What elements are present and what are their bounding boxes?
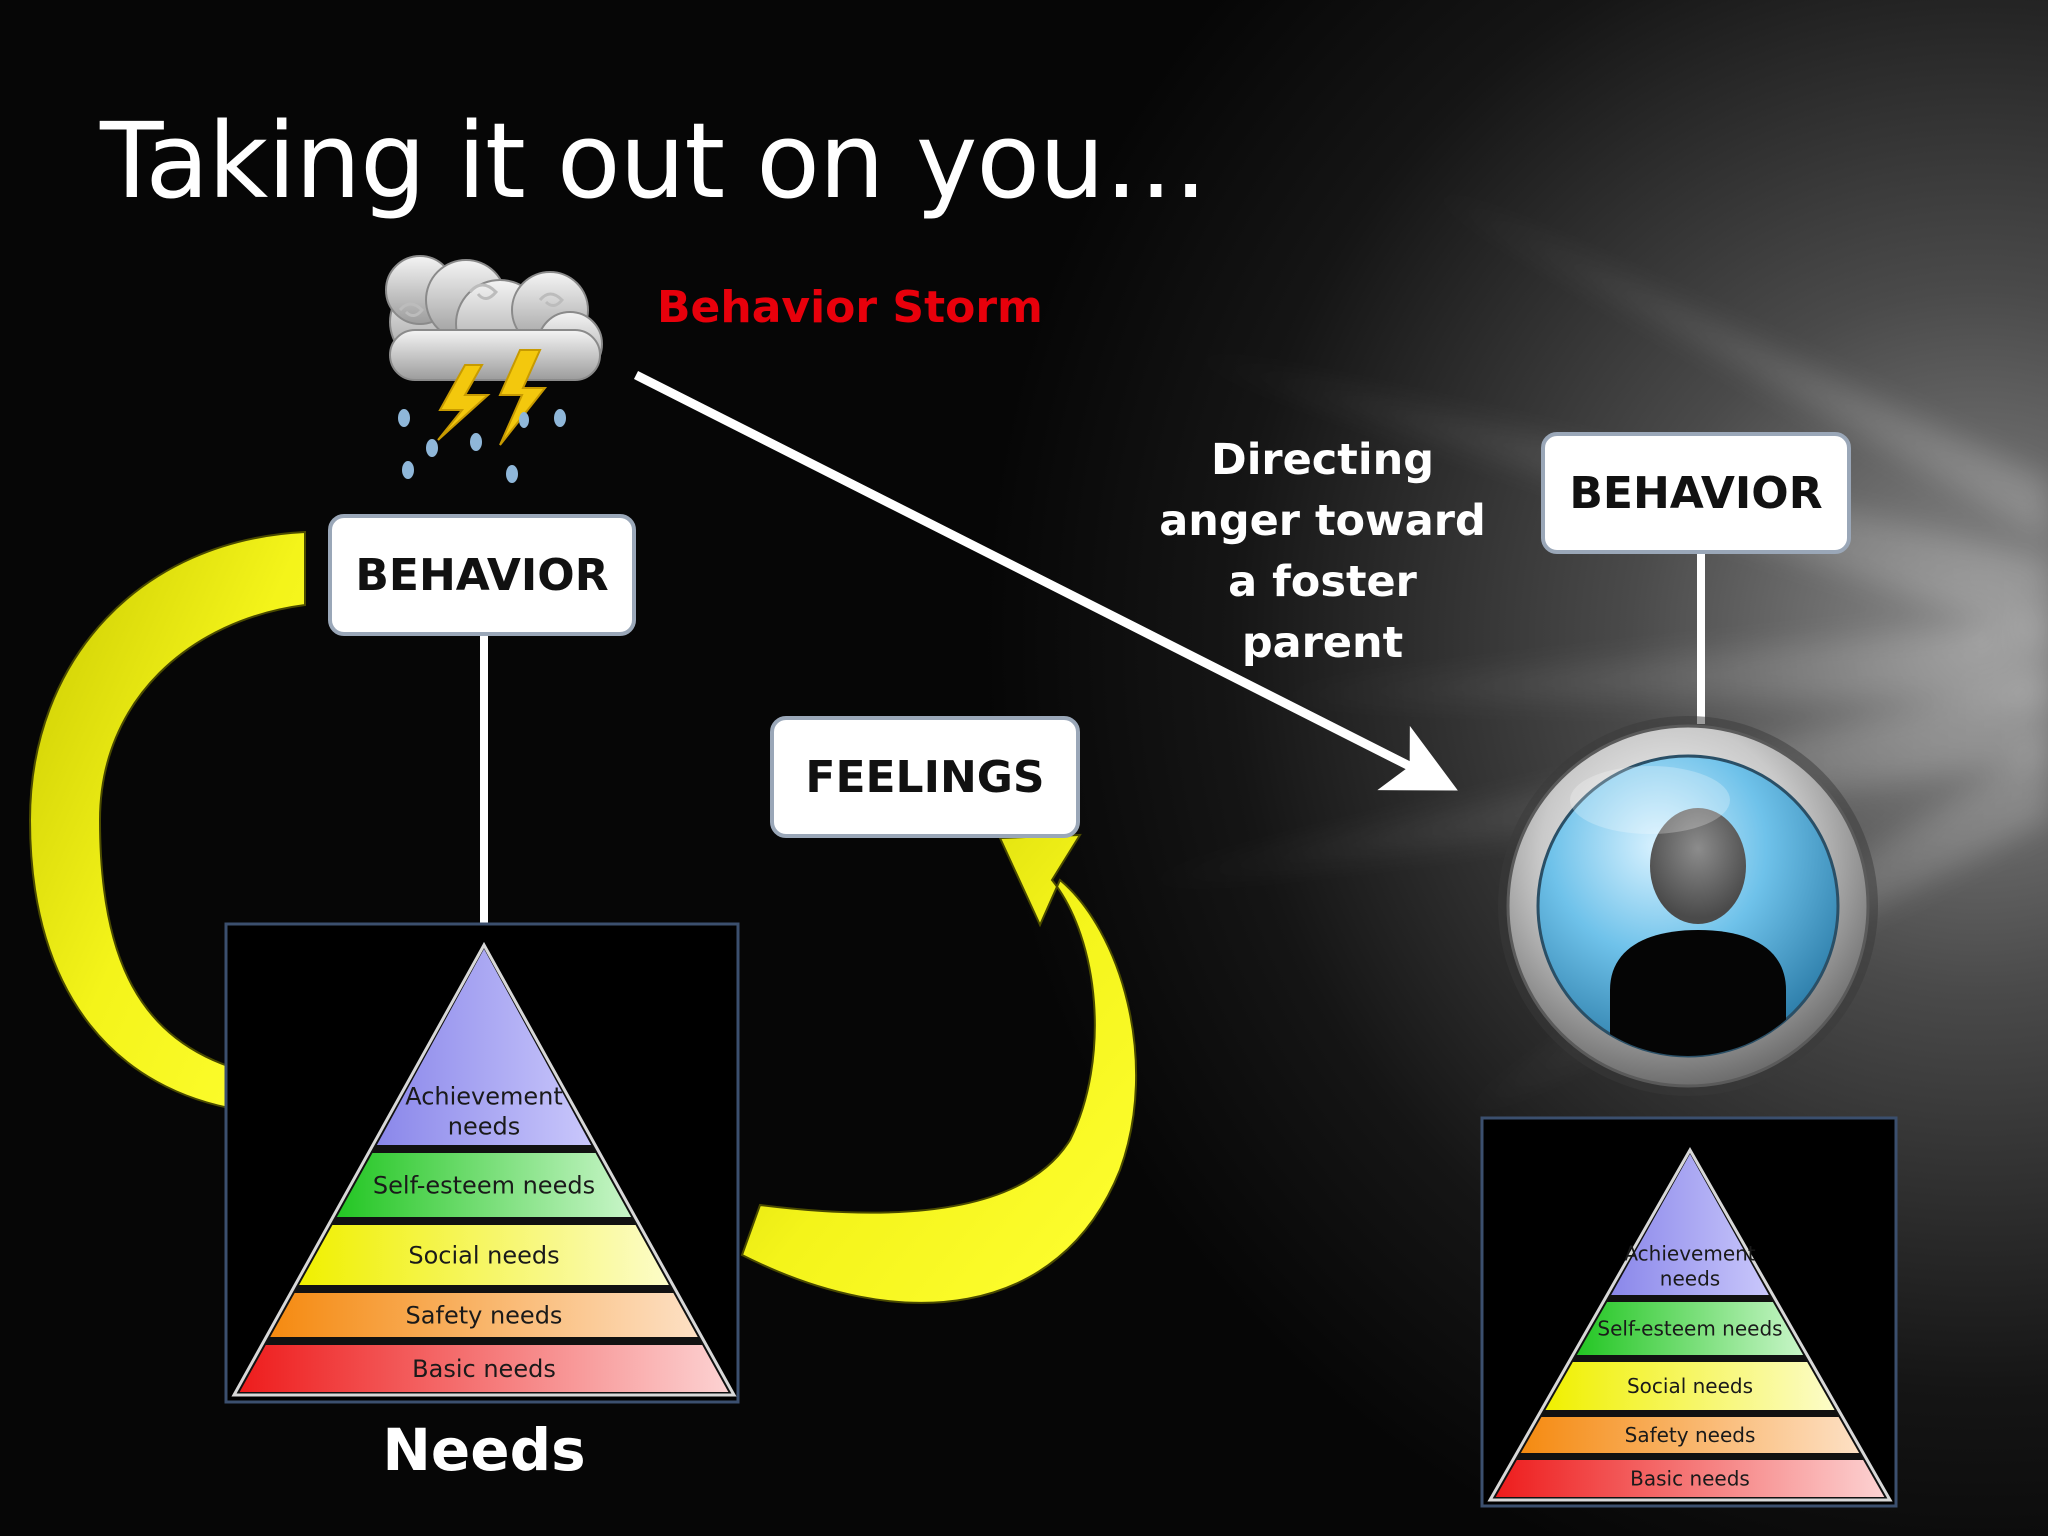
slide-title: Taking it out on you…: [100, 100, 1208, 222]
pyramid-label-basic-left: Basic needs: [412, 1355, 556, 1383]
pyramid-level-achievement-right: [1611, 1154, 1769, 1295]
pyramid-level-basic-left: [239, 1345, 729, 1392]
pyramid-label-basic-right: Basic needs: [1630, 1467, 1750, 1491]
pyramid-level-achievement-left: [376, 949, 592, 1145]
person-avatar-icon: [1498, 716, 1878, 1096]
directing-anger-label: Directing anger toward a foster parent: [1150, 430, 1495, 674]
feelings-box: FEELINGS: [770, 716, 1080, 838]
pyramid-label-achievement-left-2: needs: [448, 1113, 520, 1141]
pyramid-label-achievement-right-1: Achievement: [1624, 1242, 1755, 1266]
pyramid-level-safety-right: [1520, 1417, 1860, 1453]
pyramid-label-achievement-right-2: needs: [1660, 1267, 1720, 1291]
directing-line-3: a foster: [1228, 557, 1417, 607]
directing-line-1: Directing: [1211, 435, 1434, 485]
directing-line-2: anger toward: [1159, 496, 1486, 546]
behavior-storm-label: Behavior Storm: [657, 282, 1043, 333]
pyramid-level-self-esteem-right: [1576, 1302, 1804, 1355]
curved-arrow-needs-to-feelings: [740, 833, 1138, 1304]
behavior-box-left: BEHAVIOR: [328, 514, 636, 636]
pyramid-level-social-right: [1545, 1362, 1835, 1410]
pyramid-label-safety-right: Safety needs: [1625, 1423, 1756, 1447]
pyramid-label-self-esteem-right: Self-esteem needs: [1597, 1317, 1782, 1341]
pyramid-label-achievement-left-1: Achievement: [405, 1083, 563, 1111]
pyramid-level-social-left: [299, 1225, 669, 1285]
behavior-box-right: BEHAVIOR: [1541, 432, 1851, 554]
directing-arrow: [633, 370, 1458, 791]
pyramid-label-social-left: Social needs: [408, 1242, 559, 1270]
pyramid-label-self-esteem-left: Self-esteem needs: [373, 1172, 595, 1200]
pyramid-level-safety-left: [270, 1293, 698, 1337]
pyramid-level-basic-right: [1495, 1460, 1885, 1497]
needs-label: Needs: [382, 1416, 586, 1484]
pyramid-level-self-esteem-left: [336, 1153, 632, 1217]
pyramid-label-social-right: Social needs: [1627, 1374, 1753, 1398]
storm-cloud-icon: [385, 255, 603, 483]
directing-line-4: parent: [1241, 618, 1404, 668]
pyramid-label-safety-left: Safety needs: [406, 1302, 563, 1330]
